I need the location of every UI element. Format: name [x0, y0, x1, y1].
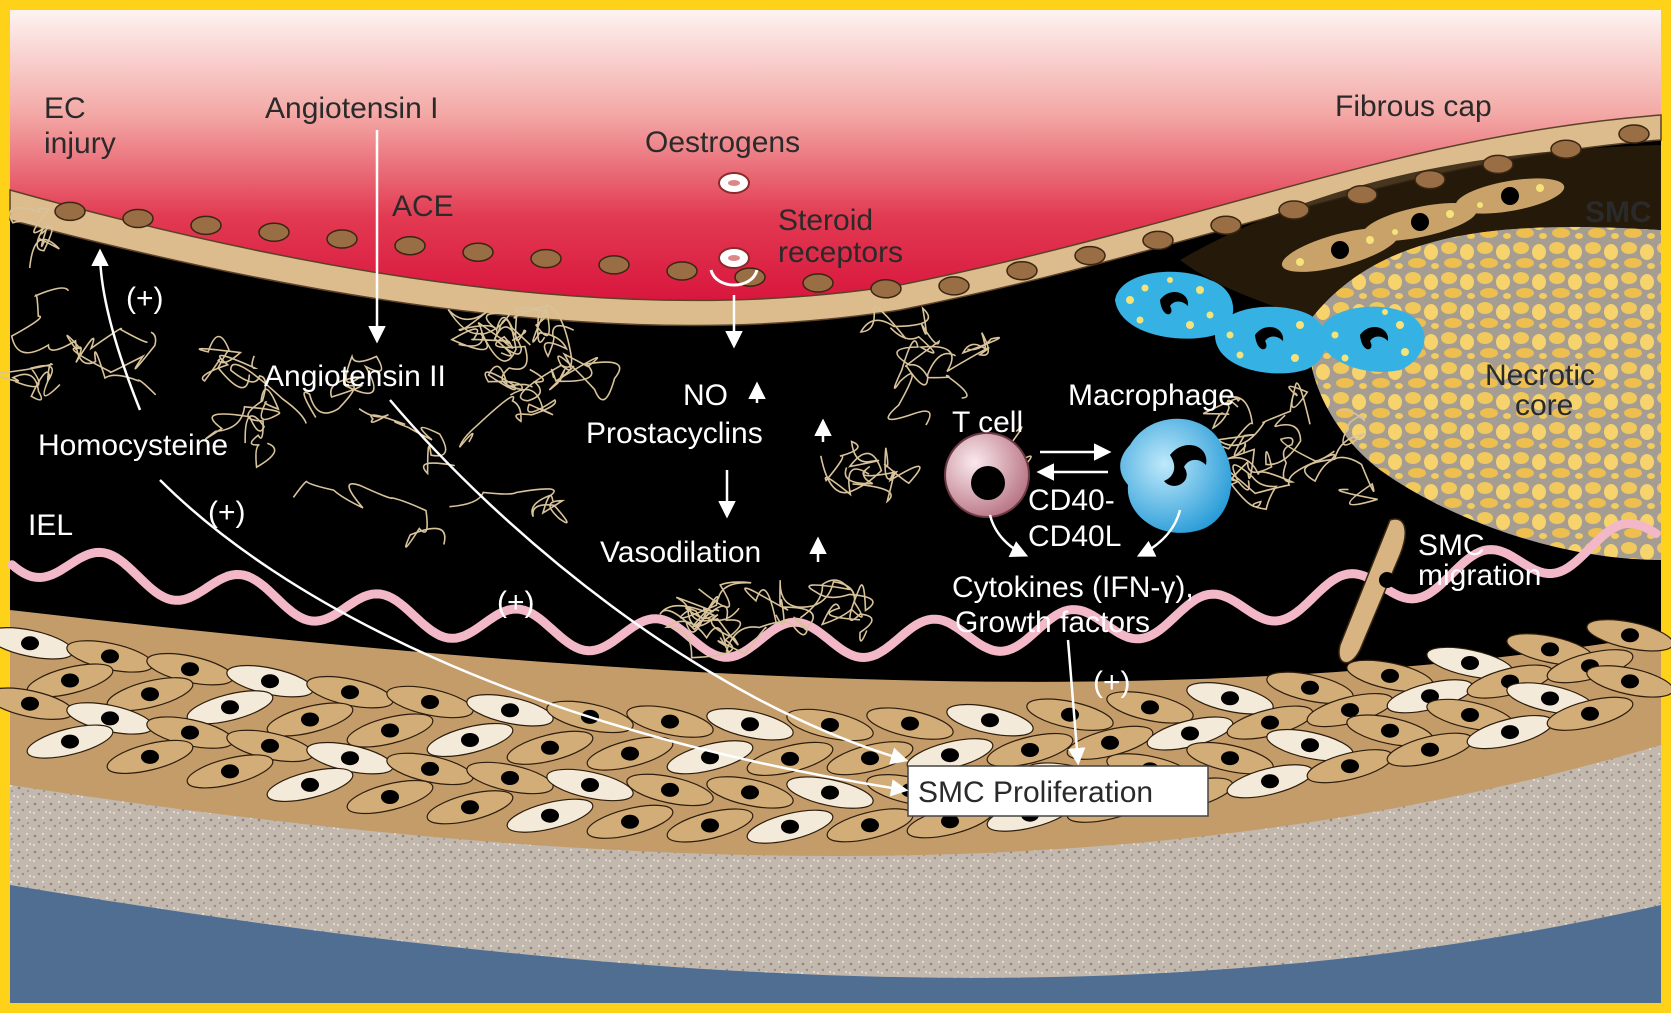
label-ec-injury-line1: EC	[44, 92, 86, 125]
endothelial-nucleus	[463, 243, 493, 261]
endothelial-nucleus	[123, 210, 153, 228]
endothelial-nucleus	[1007, 262, 1037, 280]
label-angiotensin-1: Angiotensin I	[265, 92, 438, 125]
endothelial-nucleus	[395, 237, 425, 255]
label-iel: IEL	[28, 509, 73, 542]
label-homocysteine: Homocysteine	[38, 429, 228, 462]
label-plus-3: (+)	[497, 586, 535, 619]
label-angiotensin-2: Angiotensin II	[264, 360, 446, 393]
vessel-cross-section	[0, 10, 1671, 1003]
label-smc-proliferation: SMC Proliferation	[918, 776, 1153, 809]
endothelial-nucleus	[939, 277, 969, 295]
label-cytokines: Cytokines (IFN-γ),	[952, 571, 1194, 604]
endothelial-nucleus	[1075, 247, 1105, 265]
endothelial-nucleus	[191, 216, 221, 234]
endothelial-nucleus	[1143, 231, 1173, 249]
label-macrophage: Macrophage	[1068, 379, 1235, 412]
label-fibrous-cap: Fibrous cap	[1335, 90, 1492, 123]
endothelial-nucleus	[55, 202, 85, 220]
label-necrotic-core-line1: Necrotic	[1485, 359, 1595, 392]
endothelial-nucleus	[599, 256, 629, 274]
label-necrotic-core-line2: core	[1515, 389, 1573, 422]
label-cd40-line2: CD40L	[1028, 520, 1121, 553]
endothelial-nucleus	[1415, 171, 1445, 189]
endothelial-nucleus	[1619, 125, 1649, 143]
label-plus-1: (+)	[126, 282, 164, 315]
endothelial-nucleus	[803, 274, 833, 292]
label-prostacyclins: Prostacyclins	[586, 417, 763, 450]
endothelial-nucleus	[1211, 216, 1241, 234]
label-steroid-receptors-line1: Steroid	[778, 204, 873, 237]
t-cell	[945, 433, 1029, 517]
label-no: NO	[683, 379, 728, 412]
label-smc-top: SMC	[1585, 196, 1652, 229]
label-steroid-receptors-line2: receptors	[778, 236, 903, 269]
endothelial-nucleus	[531, 250, 561, 268]
endothelial-nucleus	[667, 262, 697, 280]
label-cd40-line1: CD40-	[1028, 484, 1115, 517]
label-ec-injury-line2: injury	[44, 127, 116, 160]
endothelial-nucleus	[1483, 155, 1513, 173]
label-ace: ACE	[392, 190, 454, 223]
label-vasodilation: Vasodilation	[600, 536, 761, 569]
label-smc-migration-line2: migration	[1418, 559, 1541, 592]
endothelial-nucleus	[1551, 140, 1581, 158]
endothelial-nucleus	[871, 280, 901, 298]
endothelial-nucleus	[327, 230, 357, 248]
label-t-cell: T cell	[952, 406, 1023, 439]
label-oestrogens: Oestrogens	[645, 126, 800, 159]
label-smc-migration-line1: SMC	[1418, 529, 1485, 562]
endothelial-nucleus	[1279, 201, 1309, 219]
endothelial-nucleus	[1347, 186, 1377, 204]
label-growth-factors: Growth factors	[955, 606, 1150, 639]
label-plus-2: (+)	[208, 496, 246, 529]
label-plus-4: (+)	[1093, 666, 1131, 699]
endothelial-nucleus	[259, 223, 289, 241]
